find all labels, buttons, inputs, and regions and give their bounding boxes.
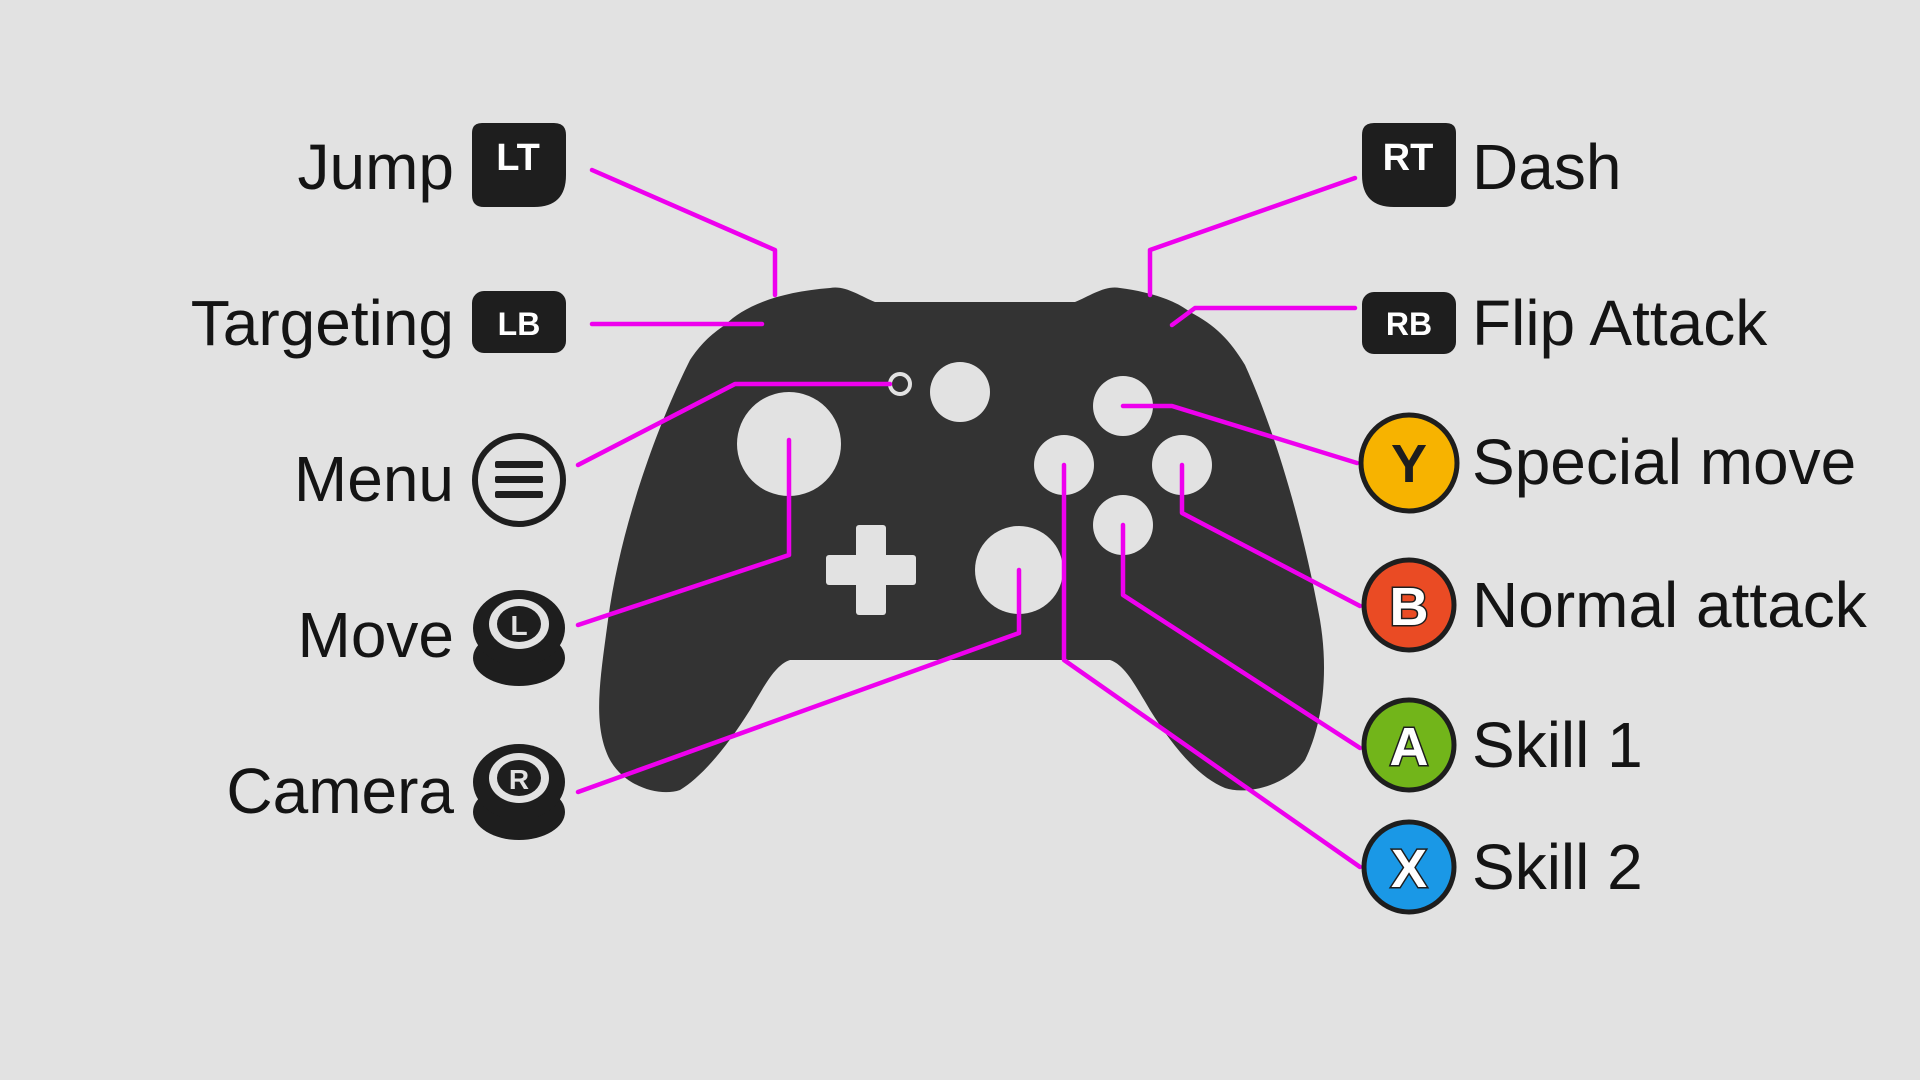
left-stick-icon: L (473, 590, 565, 686)
leader-line-dash (1147, 175, 1358, 298)
label-targeting: Targeting (190, 287, 454, 359)
a-button-icon: A (1361, 697, 1457, 793)
leader-line-special-move (1120, 403, 1360, 466)
badge-text-a: A (1390, 717, 1429, 777)
left-bumper-icon: LB (472, 291, 566, 353)
badge-text-rt: RT (1383, 137, 1434, 179)
menu-button-icon (472, 433, 566, 527)
right-badges: RT RB Y B A (1358, 123, 1460, 915)
leader-line-jump (589, 167, 778, 298)
badge-text-r: R (509, 764, 529, 795)
label-special-move: Special move (1472, 426, 1857, 498)
badge-text-lb: LB (498, 306, 541, 342)
leader-line-menu (575, 381, 893, 468)
leader-line-camera (575, 567, 1022, 795)
left-trigger-icon: LT (472, 123, 566, 207)
badge-text-x: X (1391, 839, 1427, 899)
view-button (930, 362, 990, 422)
y-button-icon: Y (1358, 412, 1460, 514)
badge-text-rb: RB (1386, 306, 1432, 342)
right-trigger-icon: RT (1362, 123, 1456, 207)
label-move: Move (297, 599, 455, 671)
leader-lines (575, 167, 1363, 870)
label-jump: Jump (297, 131, 455, 203)
label-flip-attack: Flip Attack (1472, 287, 1768, 359)
label-menu: Menu (293, 443, 454, 515)
leader-line-normal-attack (1179, 462, 1363, 609)
label-dash: Dash (1472, 131, 1622, 203)
leader-line-skill-1 (1120, 522, 1363, 751)
right-bumper-icon: RB (1362, 292, 1456, 354)
label-skill-1: Skill 1 (1472, 709, 1643, 781)
d-pad-horizontal (826, 555, 916, 585)
leader-line-skill-2 (1061, 462, 1363, 870)
badge-text-b: B (1390, 577, 1429, 637)
left-badges: LT LB L (472, 123, 566, 840)
right-stick-icon: R (473, 744, 565, 840)
d-pad (826, 525, 916, 615)
leader-line-move (575, 437, 792, 628)
badge-text-lt: LT (496, 137, 540, 179)
badge-text-y: Y (1391, 434, 1427, 494)
badge-text-l: L (510, 610, 527, 641)
leader-line-flip-attack (1169, 305, 1358, 328)
x-button-icon: X (1361, 819, 1457, 915)
b-button-icon: B (1361, 557, 1457, 653)
label-skill-2: Skill 2 (1472, 831, 1643, 903)
label-normal-attack: Normal attack (1472, 569, 1867, 641)
label-camera: Camera (226, 755, 454, 827)
